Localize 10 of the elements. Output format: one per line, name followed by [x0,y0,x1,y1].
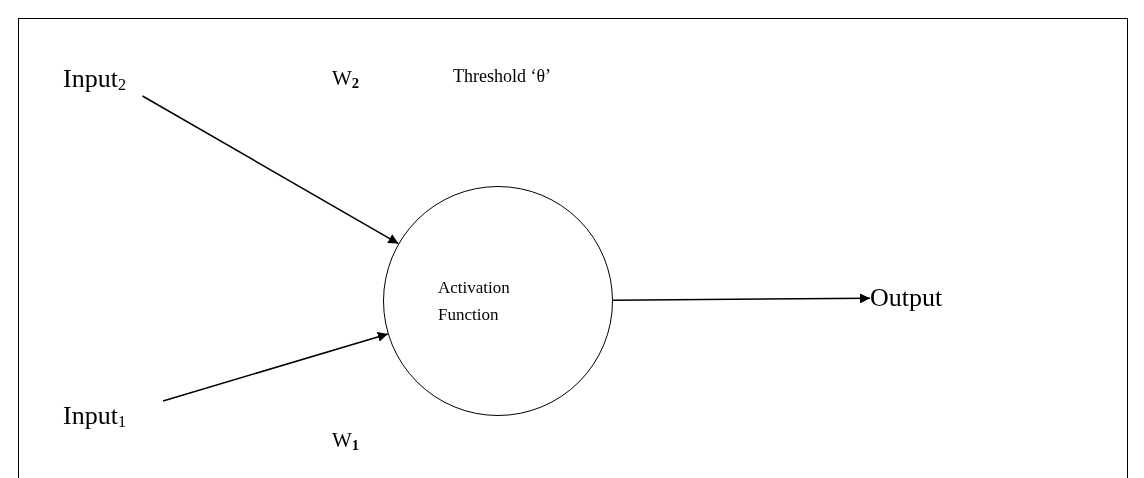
weight-label: W$_{1}$ [332,428,360,454]
output-label: Output [870,281,962,315]
node-text: Activation Function [438,276,511,326]
input-label: Input$_{1}$ [63,399,163,433]
arrow [162,332,389,402]
arrow [612,293,871,304]
threshold-label: Threshold ‘θ’ [453,66,552,87]
weight-label: W$_{2}$ [332,66,360,92]
arrow [141,95,400,245]
input-label: Input$_{2}$ [63,62,163,96]
